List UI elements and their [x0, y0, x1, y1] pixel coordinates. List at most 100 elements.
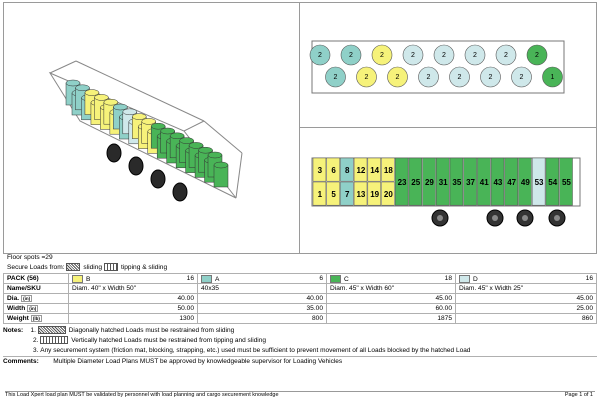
side-load-label: 29 — [425, 178, 434, 187]
table-row-dia: Dia.(in) 40.00 40.00 45.00 45.00 — [3, 293, 597, 304]
roll-load-top-3d — [132, 113, 147, 120]
side-load-label: 18 — [384, 166, 393, 175]
page-footer: This Load Xpert load plan MUST be valida… — [5, 391, 595, 398]
roll-load-top-3d — [160, 127, 175, 135]
top-load-circle — [480, 66, 501, 88]
trailer-edge — [183, 120, 205, 132]
wheel-icon — [128, 156, 144, 176]
side-load-label: 37 — [466, 178, 475, 187]
roll-load-top-3d — [198, 146, 213, 154]
floor-spots: Floor spots =29 — [7, 254, 53, 261]
side-load-label: 12 — [356, 166, 365, 175]
roll-load-top-3d — [113, 103, 128, 111]
side-load-label: 55 — [562, 178, 571, 187]
top-load-circle — [449, 66, 470, 88]
side-load-label: 23 — [398, 178, 407, 187]
comments-row: Comments: Multiple Diameter Load Plans M… — [3, 356, 597, 367]
side-load-block — [381, 157, 395, 182]
roll-load-top-3d — [65, 79, 81, 87]
side-load-block — [408, 157, 423, 206]
trailer-outline-top — [311, 40, 565, 94]
wheel-hub-icon — [554, 215, 560, 221]
roll-load-top-3d — [122, 108, 138, 116]
top-load-circle — [356, 66, 377, 88]
top-load-circle — [340, 44, 362, 66]
top-load-circle — [433, 44, 455, 66]
side-load-block — [340, 157, 354, 182]
vertical-hatch-icon — [40, 336, 69, 345]
top-load-circle — [402, 44, 424, 66]
wheel-icon — [106, 143, 122, 163]
top-load-label: 2 — [411, 52, 415, 59]
wheel-hub-icon — [437, 215, 443, 221]
note-3: 3. Any securement system (friction mat, … — [33, 347, 471, 354]
trailer-3d-drawing — [48, 60, 243, 202]
side-load-block — [381, 181, 395, 206]
side-load-label: 19 — [370, 190, 379, 199]
note-1: Notes: 1. Diagonally hatched Loads must … — [3, 326, 235, 335]
side-load-label: 31 — [439, 178, 448, 187]
side-load-label: 1 — [318, 190, 323, 199]
side-load-block — [422, 157, 436, 206]
side-load-label: 49 — [521, 178, 530, 187]
side-load-block — [490, 157, 505, 206]
secure-tipping: tipping & sliding — [120, 264, 168, 271]
color-swatch-icon — [72, 274, 83, 283]
top-load-circle — [387, 66, 408, 88]
pack-count: PACK (56) — [3, 273, 69, 284]
wheel-hub-icon — [522, 215, 528, 221]
roll-load-top-3d — [213, 161, 229, 169]
top-load-circle — [309, 44, 331, 66]
roll-load-top-3d — [179, 137, 194, 144]
trailer-edge — [203, 120, 243, 154]
side-load-label: 25 — [411, 178, 420, 187]
top-load-circle — [371, 44, 393, 66]
note-2: 2. Vertically hatched Loads must be rest… — [33, 336, 266, 345]
top-load-label: 2 — [473, 52, 477, 59]
roll-load-top-3d — [169, 132, 185, 140]
top-load-label: 2 — [520, 74, 524, 81]
side-load-block — [518, 157, 532, 206]
top-load-label: 1 — [551, 74, 555, 81]
side-load-block — [559, 157, 573, 206]
side-load-block — [312, 157, 327, 182]
secure-label: Secure Loads from: — [7, 264, 65, 271]
wheel-icon — [150, 169, 166, 189]
side-load-block — [436, 157, 450, 206]
top-load-label: 2 — [427, 74, 431, 81]
side-load-block — [312, 181, 327, 206]
secure-loads-legend: Secure Loads from: sliding tipping & sli… — [3, 263, 597, 273]
top-load-label: 2 — [318, 52, 322, 59]
roll-load-top-3d — [141, 118, 156, 125]
top-load-label: 2 — [535, 52, 539, 59]
side-load-label: 43 — [493, 178, 502, 187]
top-load-label: 2 — [442, 52, 446, 59]
side-load-label: 47 — [507, 178, 516, 187]
roll-load-3d — [213, 164, 229, 188]
trailer-3d-view — [3, 2, 301, 254]
diagonal-hatch-icon — [37, 326, 66, 335]
load-info-panel: Floor spots =29 Secure Loads from: slidi… — [3, 253, 597, 367]
roll-load-top-3d — [94, 94, 109, 101]
top-load-label: 2 — [334, 74, 338, 81]
side-load-block — [463, 157, 477, 206]
top-load-circle — [464, 44, 486, 66]
top-load-circle — [526, 44, 548, 66]
side-load-block — [326, 157, 340, 182]
roll-load-top-3d — [75, 84, 90, 92]
side-load-block — [394, 157, 409, 206]
roll-load-top-3d — [84, 89, 100, 96]
side-load-label: 8 — [345, 166, 350, 175]
table-row-sku: Name/SKU Diam. 40" x Width 50" 40x35 Dia… — [3, 283, 597, 294]
side-load-label: 13 — [356, 190, 365, 199]
color-swatch-icon — [459, 274, 470, 283]
side-load-label: 53 — [535, 178, 544, 187]
wheel-hub-icon — [492, 215, 498, 221]
